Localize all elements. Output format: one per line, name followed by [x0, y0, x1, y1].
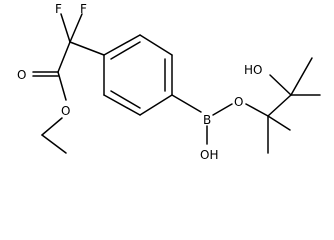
ring-bond-1	[103, 34, 141, 56]
bond-ch2-ch3	[41, 134, 67, 154]
atom-o-boron-ring: O	[234, 95, 243, 109]
atom-labels: F F O O B O OH HO	[17, 2, 262, 162]
atom-f2: F	[80, 2, 87, 16]
ring-inner-bond-3	[110, 90, 141, 109]
atom-f1: F	[55, 2, 62, 16]
ring-bond-2	[139, 34, 173, 56]
bond-c1-c2	[267, 94, 292, 117]
bond-lines	[32, 13, 321, 154]
bond-c1-methyl-right	[267, 115, 291, 131]
ring-bond-5	[103, 94, 141, 116]
ring-bond-4	[139, 94, 173, 116]
atom-o-carbonyl: O	[17, 68, 26, 82]
ring-inner-bond-1	[110, 41, 141, 60]
bond-b-o	[212, 103, 233, 116]
atom-oh-boron: OH	[200, 148, 218, 162]
atom-ho-tail: HO	[244, 63, 262, 77]
bond-c2-ho	[269, 74, 292, 96]
bond-ring-b	[171, 94, 202, 113]
bond-ester-o-ch2	[41, 117, 63, 136]
atom-b: B	[203, 113, 211, 127]
bond-c-f1	[60, 13, 71, 43]
bond-cf2-carbonyl	[57, 41, 71, 73]
bond-carbonyl-ester-o	[57, 71, 67, 101]
chemical-structure-diagram: F F O O B O OH HO	[17, 2, 321, 162]
bond-c-f2	[69, 13, 83, 43]
bond-o-c1	[245, 103, 269, 117]
bond-cf2-ring	[69, 41, 105, 56]
atom-o-ester: O	[61, 104, 70, 118]
bond-c2-methyl-up	[290, 57, 313, 96]
